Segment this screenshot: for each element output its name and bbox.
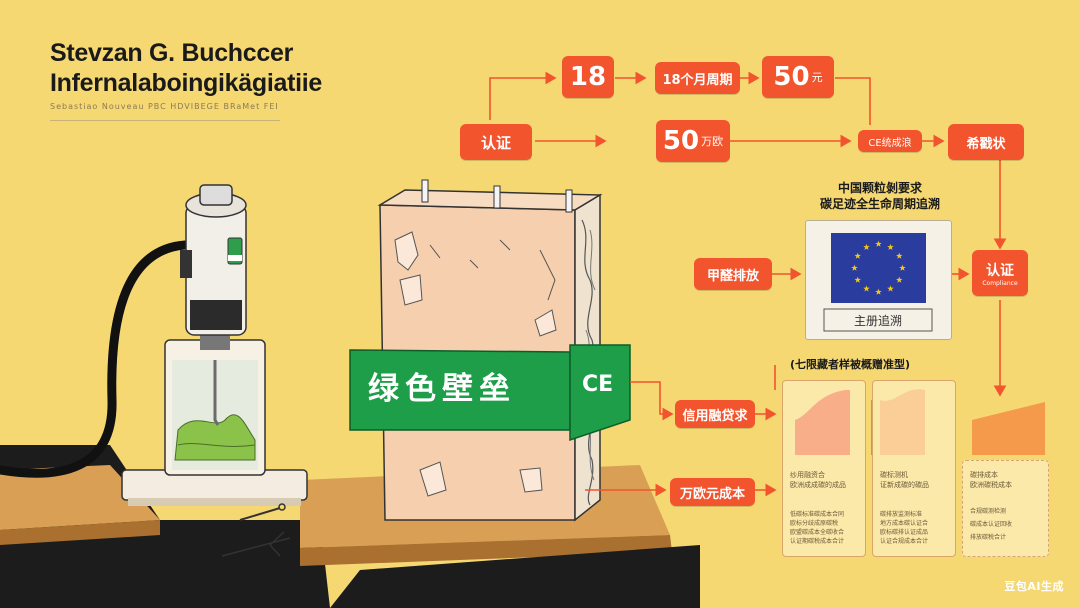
eu-star <box>887 285 894 292</box>
panel-3 <box>962 460 1049 557</box>
panel-heading: (七限藏者样被概赠准型) <box>790 358 911 371</box>
cable-icon <box>0 240 190 478</box>
cn-requirement: 中国颗粒剝要求 碳足迹全生命周期追溯 <box>819 181 940 211</box>
wrench-icon <box>221 503 291 557</box>
eu-star <box>896 276 903 283</box>
eu-card: 主册追溯 <box>805 220 952 340</box>
eu-star <box>863 285 870 292</box>
panel-1-text: 纱用融资合欧洲成成碳的成品 <box>790 471 846 489</box>
eu-star <box>899 264 906 271</box>
subtitle: Sebastiao Nouveau PBC HDVIBEGE BRaMet FE… <box>50 102 279 111</box>
eu-star <box>854 252 861 259</box>
box-cert-left: 认证 <box>460 124 532 160</box>
eu-star <box>875 240 882 247</box>
band-text: 绿色壁垒 <box>368 371 516 407</box>
panel-2 <box>872 380 956 557</box>
box-cost: 万欧元成本 <box>670 478 755 506</box>
ai-credit: 豆包AI生成 <box>1004 580 1064 593</box>
box-18: 18 <box>562 56 614 98</box>
eu-star <box>887 243 894 250</box>
panel-2-text: 碳标测机证新成碳的碳品 <box>880 471 929 489</box>
box-ce-label: CE统成浪 <box>858 130 922 152</box>
microscope-icon <box>121 184 308 506</box>
box-requirement: 信用融贷求 <box>675 400 755 428</box>
title-line-1: Stevzan G. Buchccer <box>50 39 294 67</box>
panel-2-notes: 碳排放监测标准地方成本碳认证合 欧标碳排认证成品认证合规成本合计 <box>880 511 929 545</box>
ce-mark: CE <box>582 372 614 397</box>
page-title: Stevzan G. Buchccer Infernalaboingikägia… <box>50 38 322 98</box>
eu-star <box>896 252 903 259</box>
panel-3-text: 碳排成本欧洲碳税成本 <box>970 471 1012 489</box>
eu-star <box>851 264 858 271</box>
eu-star <box>863 243 870 250</box>
panel-1 <box>782 380 866 557</box>
eu-flag-icon <box>823 233 933 332</box>
box-right-top: 希戳状 <box>948 124 1024 160</box>
box-formaldehyde: 甲醛排放 <box>694 258 772 290</box>
arrow-icon <box>489 71 1007 497</box>
eu-star <box>854 276 861 283</box>
title-divider <box>50 120 280 121</box>
box-cycle: 18个月周期 <box>655 62 740 94</box>
box-cert-right: 认证 Compliance <box>972 250 1028 296</box>
title-line-2: Infernalaboingikägiatiie <box>50 69 323 97</box>
eu-star <box>875 288 882 295</box>
eu-caption: 主册追溯 <box>853 314 902 328</box>
panel-1-notes: 低碳标准碳成本合同欧标分歧成原碳税 欧盟碳成本全碳收合认证期碳税成本合计 <box>790 511 845 545</box>
panel-3-notes: 合规碳测检测碳成本认证回收 排放碳税合计 <box>970 508 1013 541</box>
